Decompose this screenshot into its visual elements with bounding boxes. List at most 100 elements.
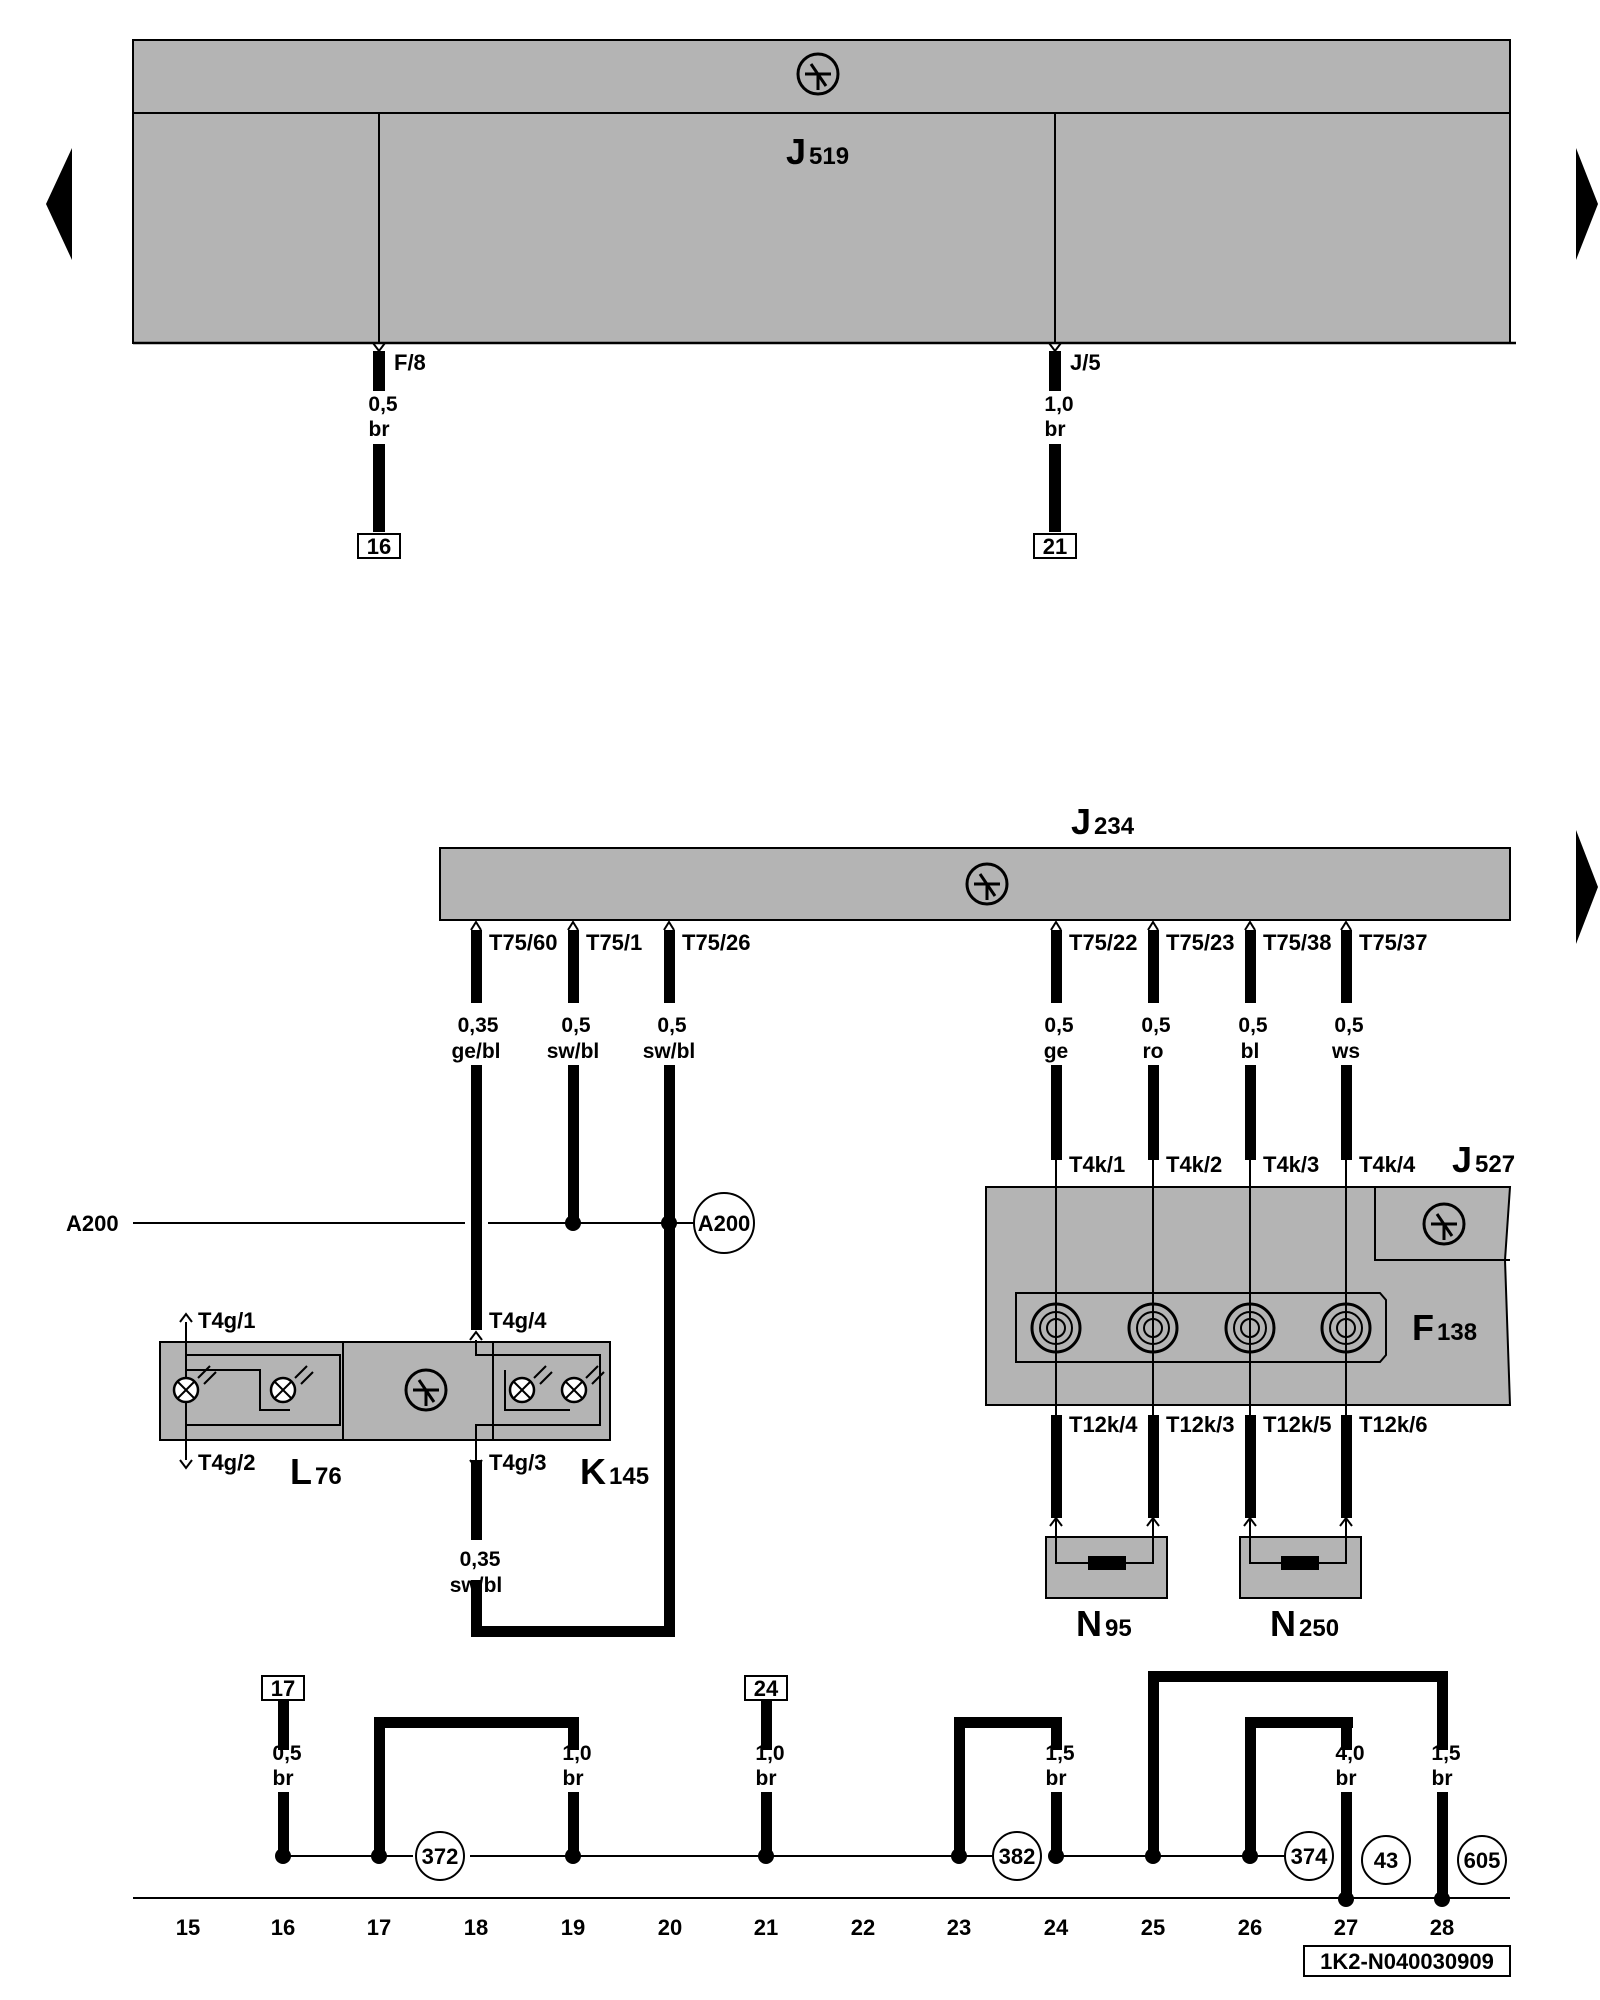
wire-color: br — [756, 1767, 777, 1790]
ground-point[interactable]: 382 — [999, 1844, 1036, 1869]
column-number: 20 — [658, 1915, 682, 1940]
pin-label: T75/1 — [586, 930, 642, 955]
wire-color: br — [563, 1767, 584, 1790]
lamp-icon — [269, 1365, 314, 1404]
wire-size: 1,0 — [755, 1742, 784, 1765]
pin-label: T4k/2 — [1166, 1152, 1222, 1177]
j519-wire-2: J/5 1,0 br 21 — [1033, 342, 1101, 559]
ground-point[interactable]: 605 — [1464, 1848, 1501, 1873]
wire-color: sw/bl — [450, 1574, 503, 1597]
pin-label: T4k/4 — [1359, 1152, 1416, 1177]
column-number: 21 — [754, 1915, 778, 1940]
pin-label: T12k/4 — [1069, 1412, 1138, 1437]
pin-label: T4k/3 — [1263, 1152, 1319, 1177]
control-unit-symbol-icon — [965, 862, 1009, 906]
wire-size: 0,5 — [1238, 1014, 1268, 1037]
wire-color: br — [1432, 1767, 1453, 1790]
j519-wire-1: F/8 0,5 br 16 — [357, 342, 426, 559]
ground-point[interactable]: 372 — [422, 1844, 459, 1869]
wire-color: br — [1045, 418, 1066, 441]
wire-color: br — [1046, 1767, 1067, 1790]
pin-label: T12k/6 — [1359, 1412, 1428, 1437]
triangle-right-icon[interactable] — [1576, 830, 1598, 944]
page-reference[interactable]: 24 — [754, 1676, 779, 1701]
can-bus-connection[interactable]: A200 — [698, 1211, 751, 1236]
pin-label: T12k/5 — [1263, 1412, 1332, 1437]
wire-color: br — [369, 418, 390, 441]
pin-label: T12k/3 — [1166, 1412, 1235, 1437]
pin-label: T4g/1 — [198, 1308, 255, 1333]
wire-color: br — [273, 1767, 294, 1790]
lamp-icon — [560, 1365, 605, 1404]
j234-wire-stubs — [470, 920, 1352, 1003]
ground-section: 17 24 0,5 br 1,0 br — [261, 1671, 1507, 1907]
column-number: 17 — [367, 1915, 391, 1940]
wire-size: 1,0 — [1044, 393, 1073, 416]
wire-size: 1,5 — [1045, 1742, 1075, 1765]
page-reference[interactable]: 17 — [271, 1676, 295, 1701]
wire-color: ws — [1331, 1040, 1360, 1063]
wire-size: 0,5 — [1334, 1014, 1364, 1037]
ground-point[interactable]: 374 — [1291, 1844, 1328, 1869]
pin-label: T75/22 — [1069, 930, 1138, 955]
can-bus-line: A200 A200 — [66, 1192, 755, 1254]
column-numbers: 15 16 17 18 19 20 21 22 23 24 25 26 27 2… — [176, 1915, 1454, 1940]
page-reference[interactable]: 21 — [1043, 534, 1067, 559]
slip-ring-icon — [1030, 1302, 1372, 1354]
triangle-left-icon[interactable] — [46, 148, 72, 260]
page-reference[interactable]: 16 — [367, 534, 391, 559]
wire-color: sw/bl — [547, 1040, 600, 1063]
wire-size: 1,5 — [1431, 1742, 1461, 1765]
can-bus-label: A200 — [66, 1211, 119, 1236]
column-number: 27 — [1334, 1915, 1358, 1940]
column-number: 26 — [1238, 1915, 1262, 1940]
column-number: 15 — [176, 1915, 200, 1940]
wire-color: ro — [1143, 1040, 1164, 1063]
pin-label: T75/38 — [1263, 930, 1332, 955]
pin-label: T4g/3 — [489, 1450, 546, 1475]
pin-label: T4g/2 — [198, 1450, 255, 1475]
wire-color: bl — [1241, 1040, 1260, 1063]
j234-pin-labels: T75/60 T75/1 T75/26 T75/22 T75/23 T75/38… — [489, 930, 1428, 955]
wire-size: 0,5 — [561, 1014, 591, 1037]
wire-color: ge — [1044, 1040, 1069, 1063]
wire-color: ge/bl — [451, 1040, 500, 1063]
column-number: 23 — [947, 1915, 971, 1940]
diagram-code: 1K2-N040030909 — [1320, 1949, 1494, 1974]
column-number: 18 — [464, 1915, 488, 1940]
pin-label: J/5 — [1070, 350, 1101, 375]
column-number: 16 — [271, 1915, 295, 1940]
pin-label: T75/23 — [1166, 930, 1235, 955]
control-unit-symbol-icon — [404, 1368, 448, 1412]
wire-color: sw/bl — [643, 1040, 696, 1063]
wire-size: 0,5 — [272, 1742, 302, 1765]
pin-label: T4g/4 — [489, 1308, 547, 1333]
column-number: 19 — [561, 1915, 585, 1940]
wire-size: 0,35 — [460, 1548, 501, 1571]
wire-size: 4,0 — [1335, 1742, 1364, 1765]
ground-point[interactable]: 43 — [1374, 1848, 1398, 1873]
triangle-right-icon[interactable] — [1576, 148, 1598, 260]
wire-size: 0,5 — [368, 393, 398, 416]
wire-size: 0,5 — [657, 1014, 687, 1037]
column-number: 25 — [1141, 1915, 1165, 1940]
column-number: 24 — [1044, 1915, 1069, 1940]
wire-size: 0,35 — [458, 1014, 499, 1037]
control-unit-symbol-icon — [1422, 1202, 1466, 1246]
pin-label: F/8 — [394, 350, 426, 375]
